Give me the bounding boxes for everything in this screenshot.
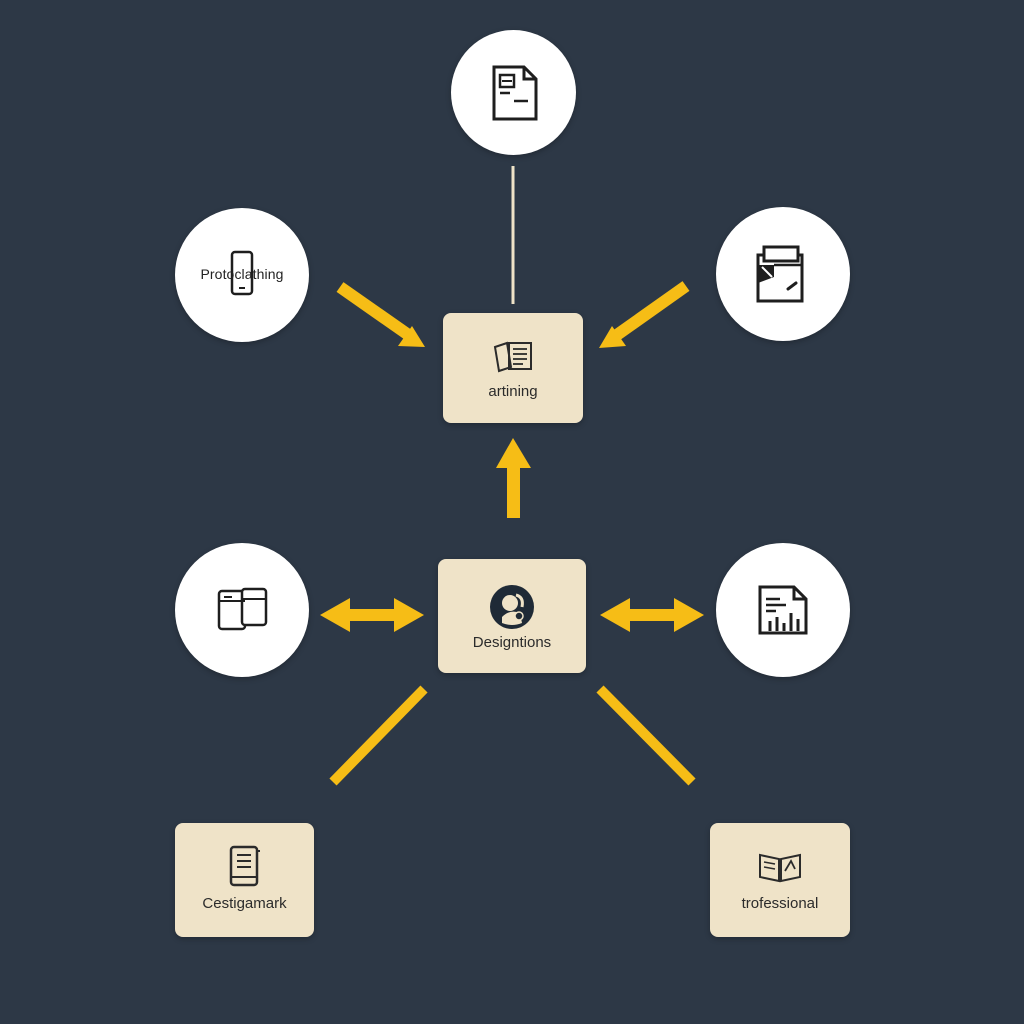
devices-icon (217, 587, 268, 631)
node-left-circle-label: Protoclathing (200, 266, 284, 282)
node-right-circle[interactable] (716, 207, 850, 341)
double-arrow-left (320, 598, 424, 632)
designer-avatar-icon (490, 585, 534, 629)
node-mid-left-circle[interactable] (175, 543, 309, 677)
connector-bottom-left (329, 685, 428, 786)
notes-icon (493, 341, 532, 373)
arrow-right-to-center-top (599, 281, 690, 348)
open-book-icon (759, 853, 801, 883)
node-bottom-left-box-label: Cestigamark (202, 895, 287, 912)
node-center-top-box[interactable]: artining (443, 313, 583, 423)
connector-bottom-right (596, 685, 696, 786)
node-bottom-left-box[interactable]: Cestigamark (175, 823, 314, 937)
node-mid-right-circle[interactable] (716, 543, 850, 677)
node-center-box-label: Designtions (472, 634, 552, 651)
node-center-top-box-label: artining (488, 383, 538, 400)
smartphone-icon (230, 250, 254, 296)
node-top-circle[interactable] (451, 30, 576, 155)
folder-tool-icon (756, 245, 804, 303)
arrow-up-to-center-top (496, 438, 531, 518)
node-center-box[interactable]: Designtions (438, 559, 586, 673)
tablet-icon (229, 845, 260, 887)
document-icon (492, 65, 537, 120)
node-bottom-right-box-label: trofessional (741, 895, 819, 912)
arrow-left-to-center-top (336, 282, 425, 347)
double-arrow-right (600, 598, 704, 632)
node-bottom-right-box[interactable]: trofessional (710, 823, 850, 937)
report-chart-icon (758, 585, 808, 635)
node-left-circle[interactable]: Protoclathing (175, 208, 309, 342)
